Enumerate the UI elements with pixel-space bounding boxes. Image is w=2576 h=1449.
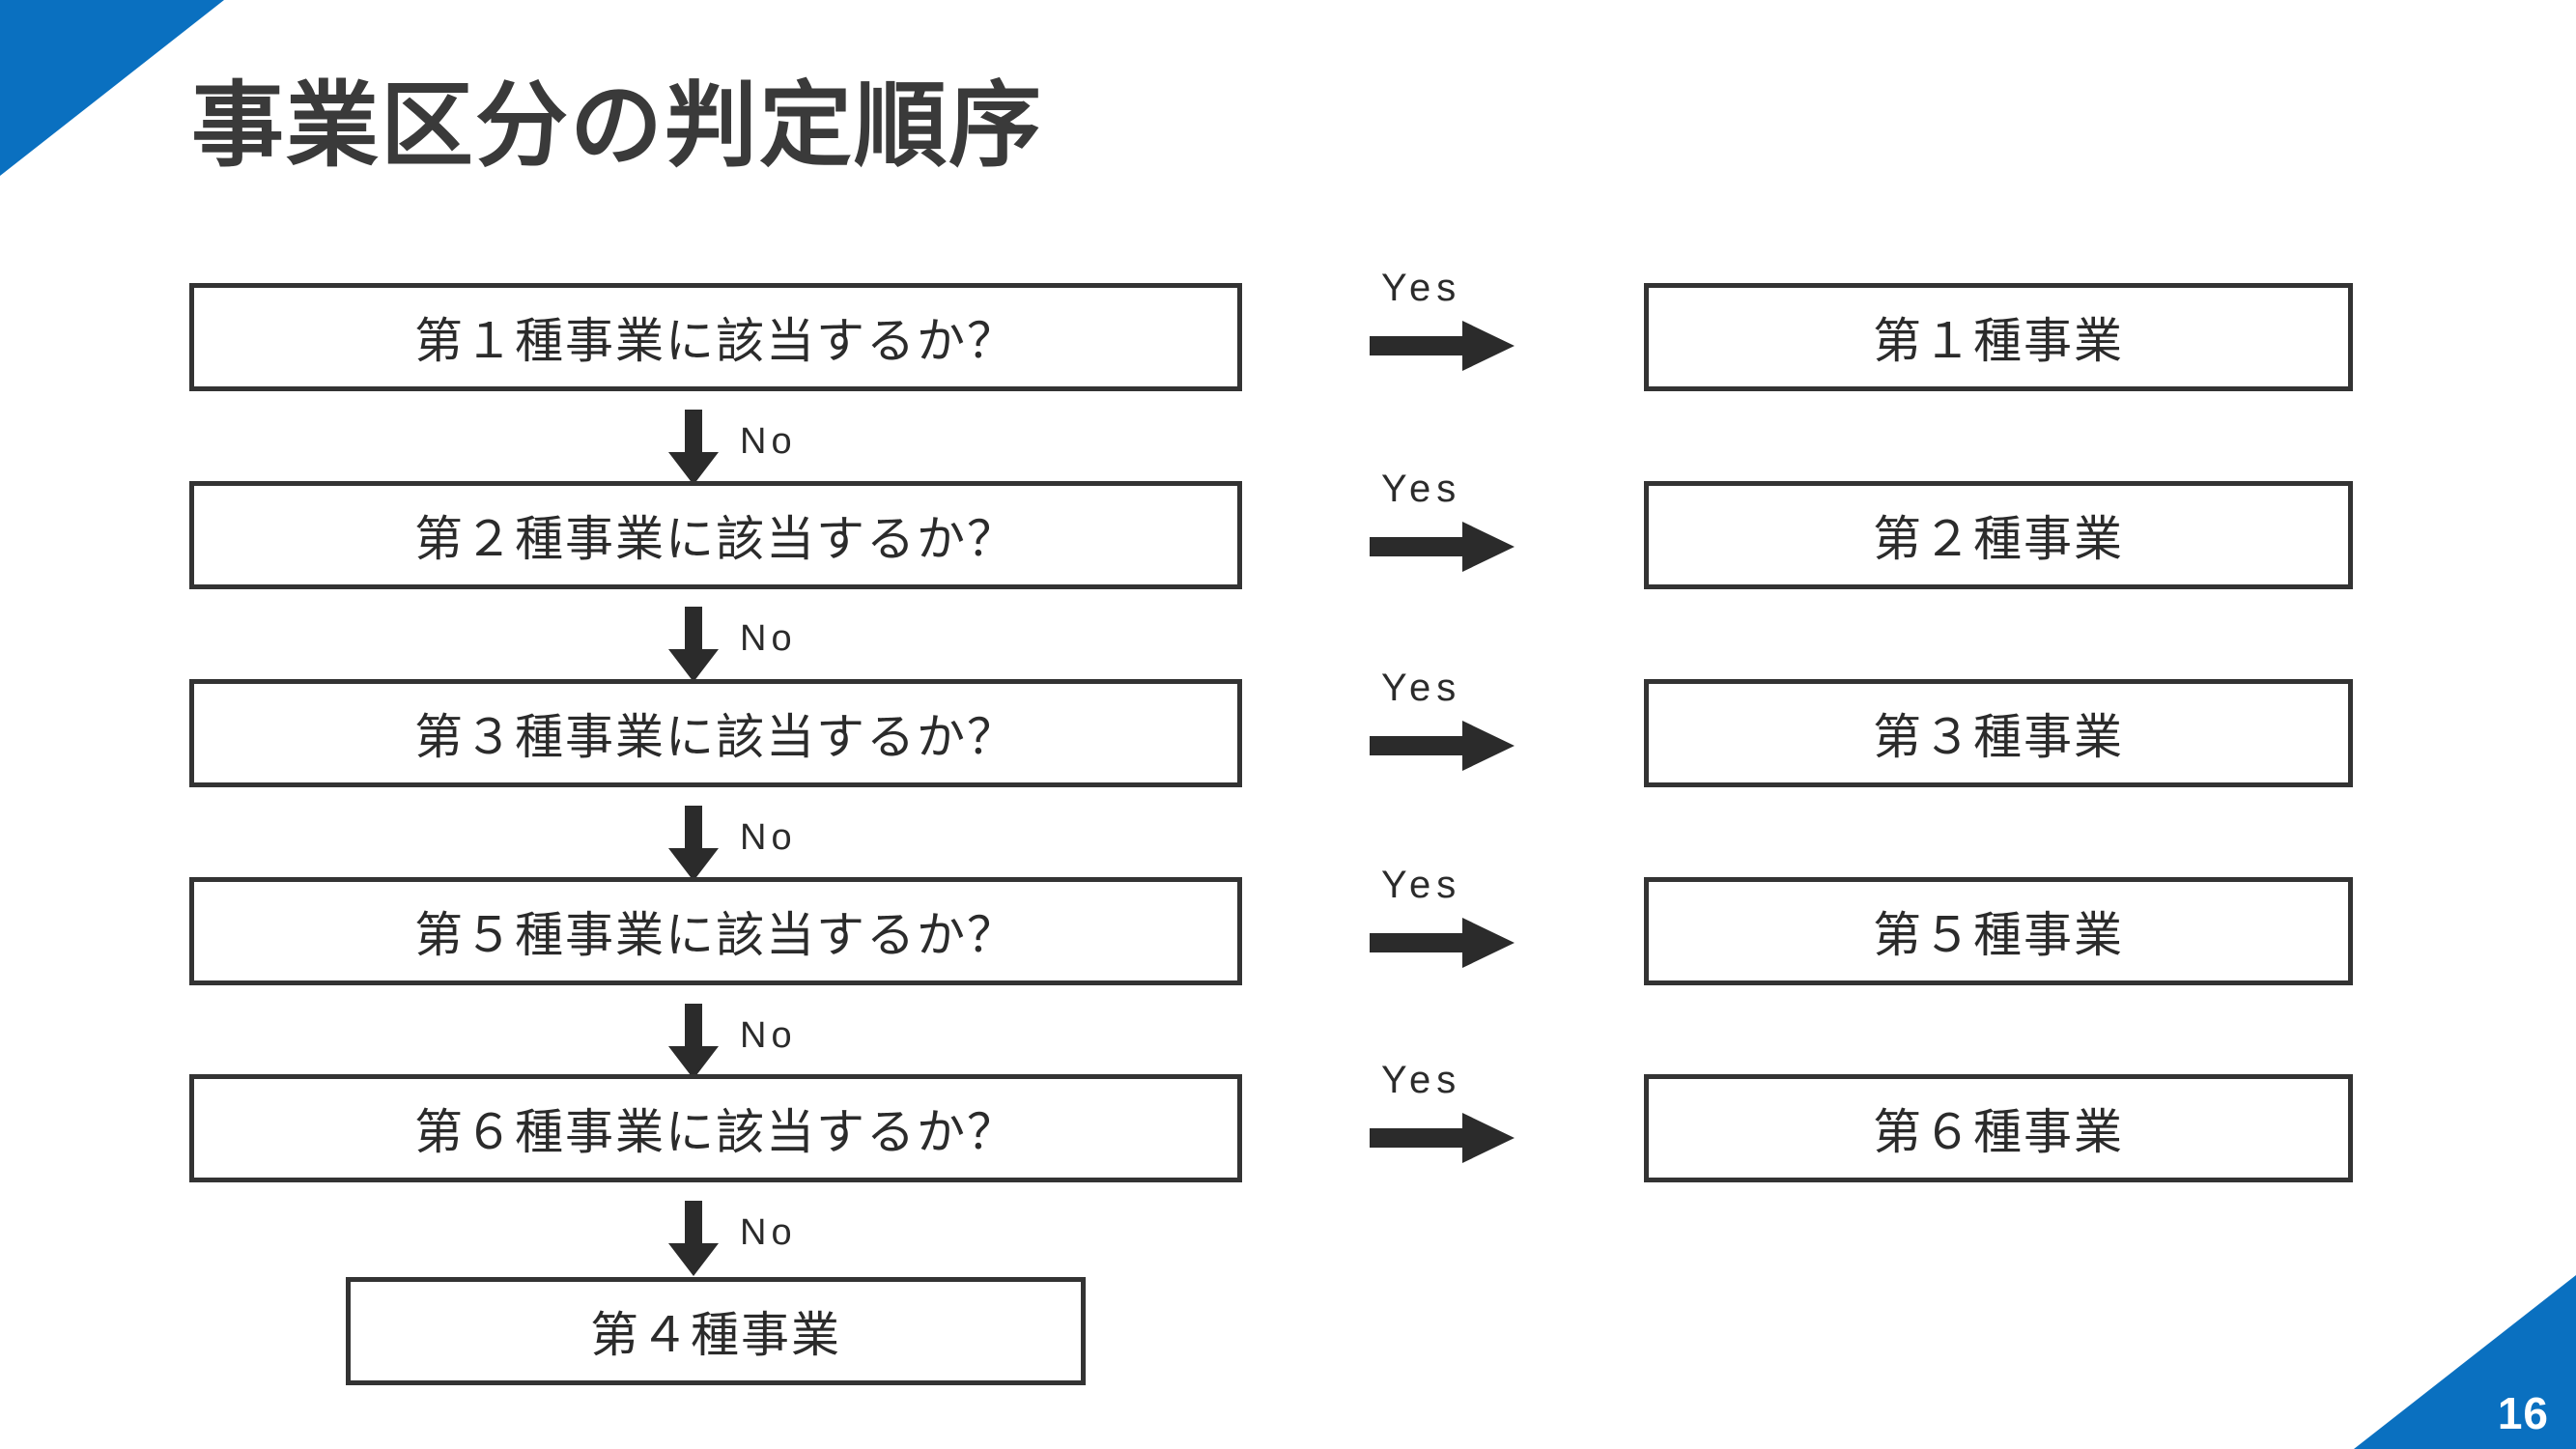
yes-label-5: Yes [1381,1059,1462,1101]
question-box-1[interactable]: 第１種事業に該当するか？ [189,283,1242,391]
arrow-down-icon [668,806,719,881]
final-result-box[interactable]: 第４種事業 [346,1277,1086,1385]
arrow-right-icon [1370,918,1514,968]
question-box-5-label: 第６種事業に該当するか？ [414,1105,1017,1159]
result-box-2-label: 第２種事業 [1873,512,2124,566]
question-box-3[interactable]: 第３種事業に該当するか？ [189,679,1242,787]
question-box-3-label: 第３種事業に該当するか？ [414,710,1017,764]
yes-label-2: Yes [1381,468,1462,510]
result-box-1-label: 第１種事業 [1873,314,2124,368]
result-box-4-label: 第５種事業 [1873,908,2124,962]
question-box-1-label: 第１種事業に該当するか？ [414,314,1017,368]
yes-label-1: Yes [1381,267,1462,309]
page-title: 事業区分の判定順序 [191,74,1043,178]
question-box-4-label: 第５種事業に該当するか？ [414,908,1017,962]
arrow-right-icon [1370,522,1514,572]
result-box-5-label: 第６種事業 [1873,1105,2124,1159]
result-box-5[interactable]: 第６種事業 [1644,1074,2353,1182]
final-result-label: 第４種事業 [590,1308,841,1362]
arrow-right-icon [1370,721,1514,771]
arrow-right-icon [1370,1113,1514,1163]
result-box-3[interactable]: 第３種事業 [1644,679,2353,787]
result-box-1[interactable]: 第１種事業 [1644,283,2353,391]
no-branch-5: No [666,1201,879,1280]
yes-branch-5: Yes [1370,1061,1553,1186]
arrow-right-icon [1370,321,1514,371]
no-branch-1: No [666,410,879,489]
result-box-4[interactable]: 第５種事業 [1644,877,2353,985]
question-box-2-label: 第２種事業に該当するか？ [414,512,1017,566]
arrow-down-icon [668,607,719,682]
page-number: 16 [2497,1388,2549,1438]
question-box-5[interactable]: 第６種事業に該当するか？ [189,1074,1242,1182]
arrow-down-icon [668,1201,719,1276]
yes-branch-4: Yes [1370,866,1553,991]
arrow-down-icon [668,410,719,485]
yes-branch-3: Yes [1370,668,1553,794]
yes-branch-2: Yes [1370,469,1553,595]
yes-branch-1: Yes [1370,269,1553,394]
yes-label-3: Yes [1381,667,1462,709]
result-box-2[interactable]: 第２種事業 [1644,481,2353,589]
no-label-3: No [740,817,797,858]
no-label-4: No [740,1015,797,1056]
arrow-down-icon [668,1004,719,1079]
result-box-3-label: 第３種事業 [1873,710,2124,764]
no-label-5: No [740,1212,797,1253]
no-branch-3: No [666,806,879,885]
question-box-4[interactable]: 第５種事業に該当するか？ [189,877,1242,985]
no-branch-4: No [666,1004,879,1083]
yes-label-4: Yes [1381,864,1462,906]
no-branch-2: No [666,607,879,686]
question-box-2[interactable]: 第２種事業に該当するか？ [189,481,1242,589]
no-label-2: No [740,618,797,659]
no-label-1: No [740,421,797,462]
